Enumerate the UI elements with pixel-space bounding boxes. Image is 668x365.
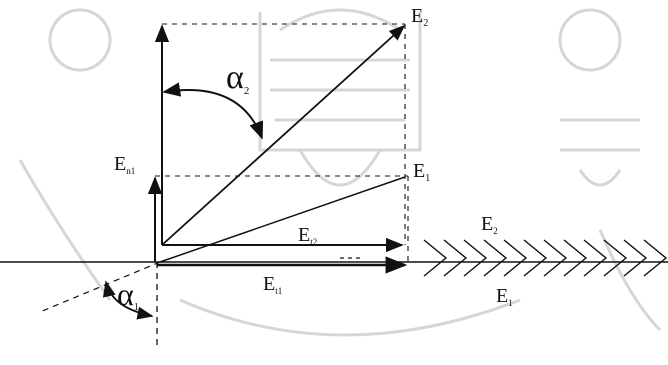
alpha1-label: α1 [117, 276, 139, 313]
alpha1-angle-arc [102, 280, 154, 320]
medium1-label: E1 [496, 285, 513, 308]
watermark-seal [18, 8, 662, 337]
e1-vector-line [159, 176, 406, 263]
interface-hatching [423, 239, 668, 277]
e2-vector-label: E2 [411, 5, 428, 29]
alpha2-angle-arc [162, 82, 263, 140]
et1-label: Et1 [263, 273, 282, 296]
medium2-label: E2 [481, 213, 498, 236]
projection-lines [155, 23, 409, 262]
e2-vector-arrow [161, 24, 406, 246]
alpha2-label: α2 [226, 59, 249, 97]
e1-vector-label: E1 [413, 160, 430, 184]
en1-label: En1 [114, 153, 135, 176]
et2-label: Et2 [298, 224, 317, 247]
